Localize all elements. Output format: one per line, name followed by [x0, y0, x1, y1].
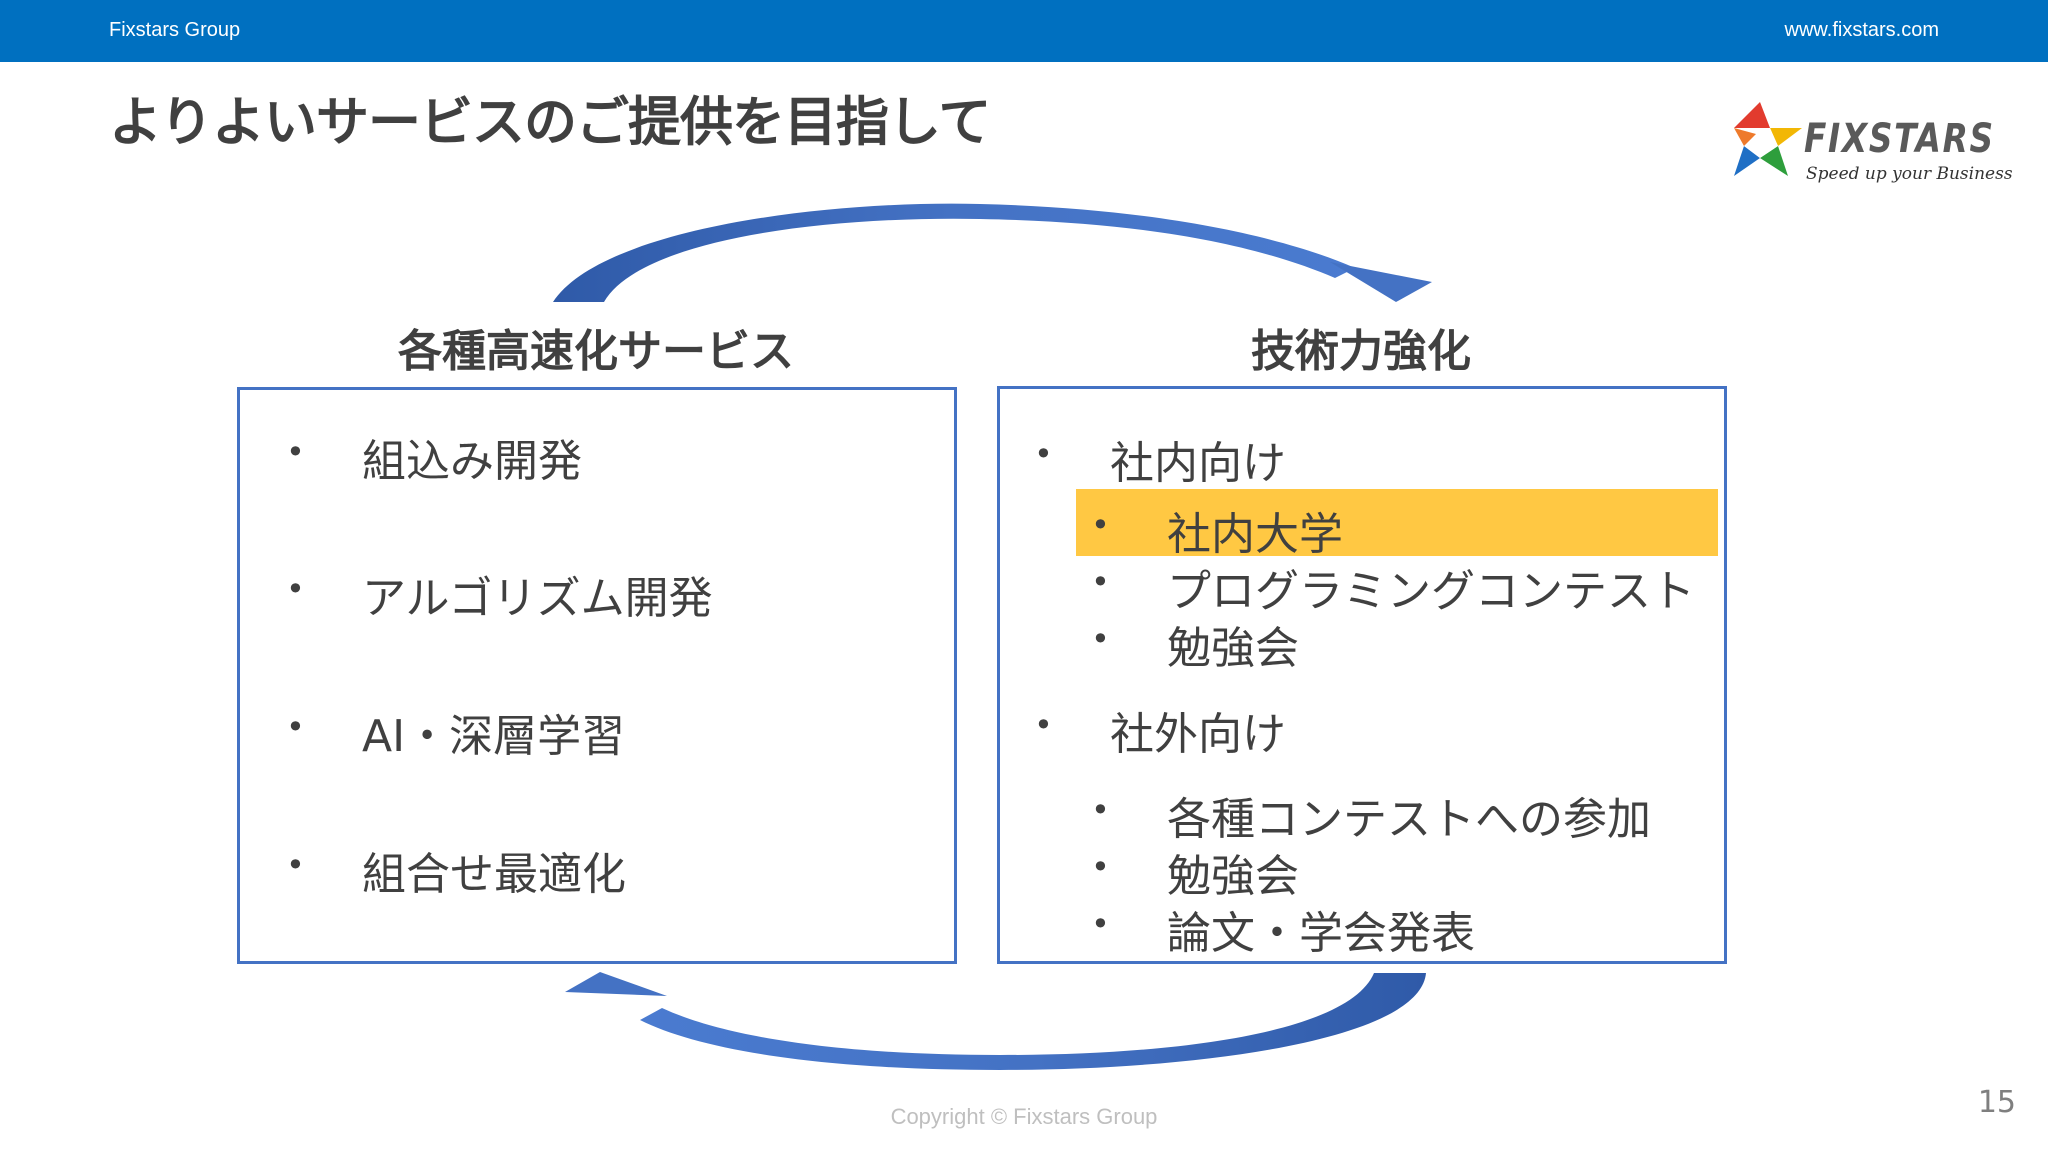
service-item-label: AI・深層学習	[362, 711, 626, 762]
bullet: •	[286, 708, 305, 746]
skill-item: • 勉強会	[1091, 840, 1299, 904]
page-number: 15	[1977, 1085, 2016, 1120]
bullet: •	[1091, 791, 1110, 829]
bullet: •	[286, 570, 305, 608]
header-website-link[interactable]: www.fixstars.com	[1784, 19, 1939, 41]
header-company-name: Fixstars Group	[109, 19, 241, 41]
bullet: •	[1091, 506, 1110, 544]
slide-title: よりよいサービスのご提供を目指して	[109, 92, 991, 153]
skill-item-label: 各種コンテストへの参加	[1167, 794, 1651, 845]
highlighted-item-background	[1076, 489, 1718, 556]
skill-item: • 論文・学会発表	[1091, 897, 1475, 961]
bullet: •	[286, 846, 305, 884]
skill-item-label: 勉強会	[1167, 623, 1299, 674]
service-item: • 組合せ最適化	[286, 838, 626, 902]
service-item: • アルゴリズム開発	[286, 562, 713, 626]
skills-heading: 技術力強化	[1251, 326, 1471, 377]
skill-item: • プログラミングコンテスト	[1091, 555, 1695, 619]
skill-item-highlighted: • 社内大学	[1091, 498, 1343, 562]
star-logo-icon	[1734, 102, 1802, 176]
service-item: • AI・深層学習	[286, 700, 626, 764]
bullet: •	[1091, 620, 1110, 658]
skill-item-label: 論文・学会発表	[1167, 908, 1475, 959]
bottom-arrow	[565, 972, 1426, 1070]
bullet: •	[286, 433, 305, 471]
service-item: • 組込み開発	[286, 425, 582, 489]
group-label: 社内向け	[1110, 438, 1286, 489]
skill-item-label: 勉強会	[1167, 851, 1299, 902]
copyright-notice: Copyright © Fixstars Group	[890, 1104, 1158, 1129]
top-arrow	[553, 203, 1432, 302]
services-heading: 各種高速化サービス	[398, 326, 794, 377]
service-item-label: 組合せ最適化	[362, 849, 626, 900]
service-item-label: アルゴリズム開発	[362, 573, 713, 624]
bullet: •	[1034, 706, 1053, 744]
skill-item-label: 社内大学	[1167, 509, 1343, 560]
service-item-label: 組込み開発	[362, 436, 582, 487]
header-bar: Fixstars Group www.fixstars.com	[0, 0, 2048, 62]
bullet: •	[1034, 435, 1053, 473]
skill-item: • 勉強会	[1091, 612, 1299, 676]
logo-wordmark: FIXSTARS	[1804, 116, 1995, 162]
skill-item: • 各種コンテストへの参加	[1091, 783, 1651, 847]
group-label-internal: • 社内向け	[1034, 427, 1286, 491]
skill-item-label: プログラミングコンテスト	[1167, 566, 1695, 617]
group-label-external: • 社外向け	[1034, 698, 1286, 762]
services-box	[237, 387, 957, 964]
logo-tagline: Speed up your Business	[1806, 164, 2013, 184]
fixstars-logo: FIXSTARS Speed up your Business	[1726, 98, 2013, 194]
group-label: 社外向け	[1110, 709, 1286, 760]
skills-box	[997, 386, 1727, 964]
bullet: •	[1091, 905, 1110, 943]
bullet: •	[1091, 563, 1110, 601]
bullet: •	[1091, 848, 1110, 886]
